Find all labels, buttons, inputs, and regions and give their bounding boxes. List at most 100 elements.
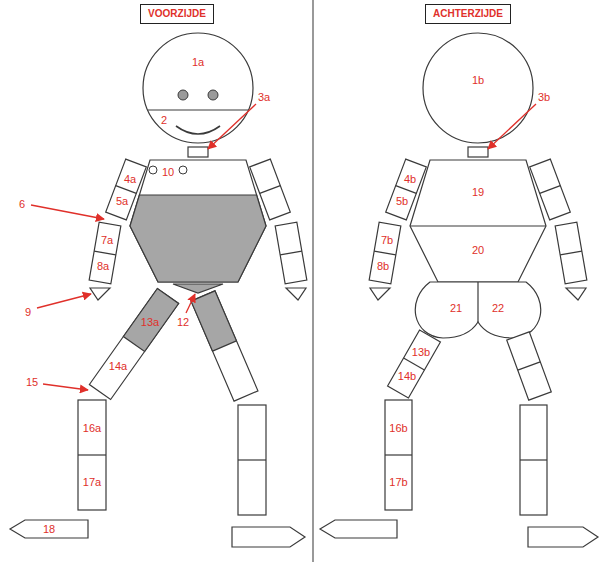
eye-dot [178, 90, 188, 100]
head-shape [423, 33, 533, 143]
upper-arm-shape-split [260, 186, 281, 194]
thigh-shape [507, 332, 552, 400]
lower-leg-shape-split [385, 454, 412, 455]
thigh-shape [89, 288, 178, 399]
torso-split [410, 225, 546, 226]
torso-shape [410, 160, 546, 282]
smile-line [176, 126, 220, 134]
callout-number: 14b [398, 370, 416, 383]
callout-number: 7a [101, 234, 113, 247]
buttocks-split [477, 282, 478, 322]
callout-number: 17a [83, 476, 101, 489]
callout-number: 20 [472, 244, 484, 257]
thigh-shape [191, 291, 258, 401]
thigh-shape-split [518, 362, 541, 370]
foot-shape [320, 520, 397, 538]
lower-leg-shape-split [520, 459, 547, 460]
callout-number: 3a [258, 91, 270, 104]
callout-number: 14a [109, 360, 127, 373]
callout-number: 4b [404, 173, 416, 186]
heading-text: ACHTERZIJDE [433, 8, 503, 20]
lower-leg-shape [238, 405, 266, 515]
callout-number: 1b [472, 74, 484, 87]
callout-number: 18 [43, 523, 55, 536]
lower-arm-shape-split [94, 251, 116, 255]
heading-box: ACHTERZIJDE [425, 4, 511, 24]
callout-number: 3b [538, 91, 550, 104]
lower-arm-shape [369, 222, 401, 284]
leader-arrow [208, 104, 256, 149]
lower-leg-shape-split [78, 454, 106, 455]
callout-number: 2 [161, 114, 167, 127]
eye-dot [208, 90, 218, 100]
lower-arm-shape [555, 222, 587, 284]
upper-arm-shape [106, 159, 147, 220]
lower-leg-shape [520, 405, 547, 515]
thigh-shape-shaded [191, 291, 236, 351]
callout-number: 19 [472, 186, 484, 199]
callout-number: 7b [381, 234, 393, 247]
upper-arm-shape-split [396, 186, 417, 194]
callout-number: 8b [377, 260, 389, 273]
callout-number: 4a [124, 173, 136, 186]
upper-arm-shape [386, 159, 427, 220]
callout-number: 16a [83, 422, 101, 435]
leader-arrow [488, 104, 536, 149]
hand-triangle [566, 288, 586, 300]
hand-triangle [370, 288, 390, 300]
callout-number: 5a [116, 195, 128, 208]
callout-number: 16b [389, 422, 407, 435]
hand-triangle [286, 288, 306, 300]
callout-number: 1a [192, 56, 204, 69]
head-shape [143, 33, 253, 143]
leader-arrow [186, 294, 195, 313]
heading-text: VOORZIJDE [148, 8, 206, 20]
callout-number: 13a [141, 316, 159, 329]
lower-arm-shape-split [560, 251, 582, 255]
thigh-shape-shaded [123, 288, 178, 351]
callout-number: 8a [97, 260, 109, 273]
lower-arm-shape-split [280, 251, 302, 255]
torso-shaded [130, 195, 266, 282]
callout-number: 10 [162, 166, 174, 179]
lower-arm-shape [275, 222, 307, 284]
torso-shape [130, 160, 266, 282]
lower-leg-shape [385, 400, 412, 510]
foot-shape [528, 527, 598, 547]
lower-leg-shape-split [238, 459, 266, 460]
neck-shape [468, 147, 488, 157]
upper-arm-shape-split [540, 186, 561, 194]
foot-shape [10, 520, 88, 538]
upper-arm-shape-split [116, 186, 137, 194]
face-line [148, 109, 249, 110]
callout-number: 15 [26, 376, 38, 389]
upper-arm-shape [530, 159, 571, 220]
nipple-circle [179, 166, 187, 174]
nipple-circle [149, 166, 157, 174]
leader-arrow [31, 205, 104, 219]
leader-arrow [43, 384, 88, 390]
leader-arrow [37, 294, 91, 308]
neck-shape [188, 147, 208, 157]
callout-number: 6 [19, 198, 25, 211]
callout-number: 22 [492, 302, 504, 315]
lower-arm-shape-split [374, 251, 396, 255]
heading-box: VOORZIJDE [140, 4, 214, 24]
callout-number: 12 [177, 316, 189, 329]
callout-number: 17b [389, 476, 407, 489]
callout-number: 5b [396, 195, 408, 208]
thigh-shape [388, 330, 441, 398]
callout-number: 13b [412, 346, 430, 359]
buttocks-shape [415, 282, 540, 338]
callout-number: 9 [25, 306, 31, 319]
lower-leg-shape [78, 400, 106, 510]
callout-number: 21 [450, 302, 462, 315]
hand-triangle [90, 288, 110, 300]
divider-line [312, 0, 313, 562]
thigh-shape-split [404, 358, 425, 370]
body-figures [10, 33, 598, 547]
foot-shape [232, 527, 305, 547]
lower-arm-shape [89, 222, 121, 284]
upper-arm-shape [250, 159, 291, 220]
